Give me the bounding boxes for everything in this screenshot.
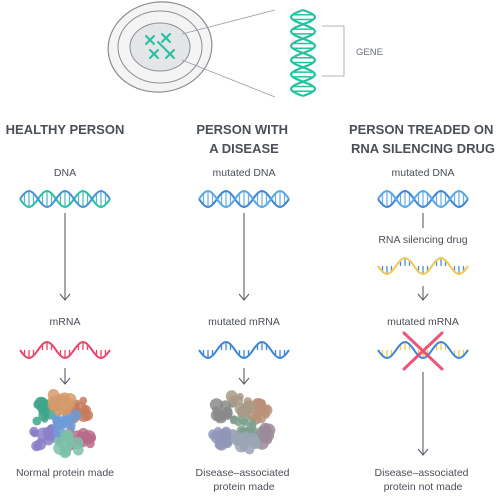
column-header-treated: PERSON TREADED ON RNA SILENCING DRUG (349, 122, 497, 156)
column-header-disease: PERSON WITH A DISEASE (196, 122, 291, 156)
arrow-drug-to-mrna-treated (417, 286, 429, 301)
arrow-mrna-to-nothing-treated (417, 372, 429, 456)
protein-subunit (212, 406, 220, 414)
arrow-mrna-to-protein-healthy (59, 368, 71, 385)
protein-subunit (59, 392, 70, 403)
helix-strand (198, 340, 290, 360)
dna-label-disease: mutated DNA (212, 167, 275, 179)
gene-bracket (322, 25, 345, 77)
protein-subunit (57, 407, 66, 416)
protein-subunit (32, 416, 42, 426)
protein-subunit (64, 430, 74, 440)
gene-dna-helix (289, 8, 317, 98)
cell-illustration (107, 1, 276, 98)
protein-subunit (37, 404, 47, 414)
protein-subunit (53, 395, 61, 402)
dna-helix-treated (377, 189, 469, 209)
protein-subunit (241, 431, 252, 442)
protein-illustration-healthy (29, 389, 97, 459)
protein-label-treated: Disease–associated protein not made (375, 467, 472, 493)
helix-strand (19, 189, 111, 209)
mrna-label-healthy: mRNA (50, 316, 81, 328)
protein-subunit (81, 431, 91, 441)
helix-strand (377, 189, 469, 209)
dna-label-healthy: DNA (54, 167, 76, 179)
dna-label-treated: mutated DNA (391, 167, 454, 179)
protein-subunit (69, 409, 82, 422)
protein-subunit (234, 402, 247, 415)
protein-subunit (31, 430, 38, 438)
mrna-label-treated: mutated mRNA (387, 316, 459, 328)
protein-subunit (56, 439, 65, 448)
arrow-dna-to-mrna-healthy (59, 213, 71, 301)
drug-label-treated: RNA silencing drug (378, 234, 467, 246)
protein-subunit (81, 405, 91, 415)
protein-subunit (42, 427, 52, 436)
chromosome-icon (145, 33, 175, 59)
helix-strand (19, 340, 111, 360)
protein-subunit (57, 420, 66, 429)
column-header-healthy: HEALTHY PERSON (6, 122, 125, 137)
protein-subunit (69, 422, 76, 429)
protein-subunit (243, 397, 253, 406)
helix-strand (377, 340, 469, 360)
protein-subunit (261, 423, 276, 437)
protein-subunit (232, 436, 242, 446)
helix-strand (198, 189, 290, 209)
gene-label: GENE (356, 47, 383, 58)
mrna-strand-disease (198, 340, 290, 360)
helix-strand (19, 189, 111, 209)
protein-subunit (249, 436, 261, 448)
mrna-label-disease: mutated mRNA (208, 316, 280, 328)
protein-illustration-disease (208, 390, 276, 455)
arrows (59, 213, 429, 456)
protein-subunit (222, 406, 233, 417)
protein-subunit (59, 446, 71, 459)
protein-subunit (34, 438, 46, 451)
protein-label-disease: Disease–associated protein made (196, 467, 293, 493)
dna-helix-disease (198, 189, 290, 209)
rna-silencing-drug-strand (377, 256, 469, 276)
protein-subunit (234, 418, 243, 427)
protein-subunit (214, 426, 222, 435)
arrow-dna-to-mrna-disease (238, 213, 250, 301)
blocked-cross-icon (402, 331, 444, 371)
helix-strand (198, 189, 290, 209)
dna-helix-healthy (19, 189, 111, 209)
arrow-mrna-to-protein-disease (238, 368, 250, 385)
protein-subunit (255, 403, 268, 416)
helix-strand (289, 8, 317, 98)
protein-subunit (225, 390, 238, 403)
mrna-strand-healthy (19, 340, 111, 360)
protein-subunit (244, 444, 255, 455)
mrna-strand-treated (377, 340, 469, 360)
helix-strand (377, 189, 469, 209)
protein-subunit (73, 445, 84, 456)
helix-strand (377, 256, 469, 276)
protein-subunit (257, 414, 266, 424)
protein-label-healthy: Normal protein made (16, 467, 114, 479)
protein-subunit (215, 438, 228, 451)
